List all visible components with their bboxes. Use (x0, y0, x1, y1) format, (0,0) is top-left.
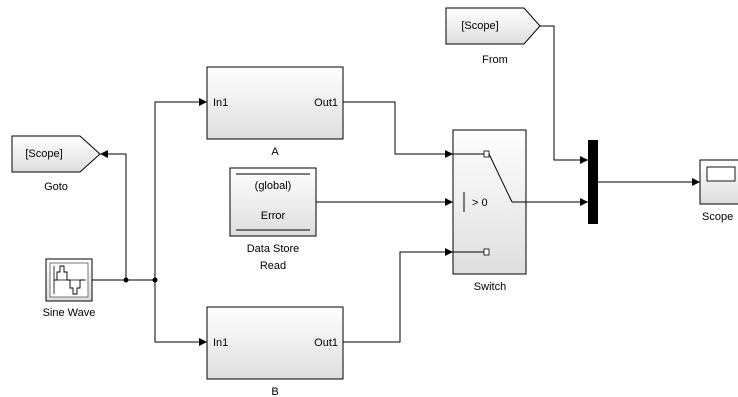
goto-block-name: Goto (44, 181, 68, 193)
subsystem-a-out-port: Out1 (314, 97, 338, 109)
switch-icon (453, 150, 526, 256)
subsystem-b-block[interactable]: In1 Out1 B (206, 306, 344, 397)
subsystem-a-block[interactable]: In1 Out1 A (206, 66, 344, 158)
subsystem-a-shape[interactable] (206, 66, 344, 140)
subsystem-a-in-port: In1 (213, 97, 228, 109)
data-store-read-name-line1: Data Store (247, 243, 300, 255)
mux-block-shape[interactable] (588, 140, 598, 224)
scope-block-name: Scope (702, 211, 733, 223)
sine-wave-block-name: Sine Wave (43, 307, 96, 319)
sine-wave-icon (49, 262, 89, 298)
wire-a-to-switch[interactable] (343, 101, 453, 158)
subsystem-a-name: A (271, 146, 279, 158)
data-store-scope-label: (global) (255, 180, 292, 192)
scope-screen-icon (706, 166, 736, 182)
signal-lines (92, 25, 700, 346)
switch-block-name: Switch (474, 281, 506, 293)
wire-b-to-switch[interactable] (343, 248, 453, 343)
goto-block-shape[interactable] (11, 135, 101, 173)
wire-from-to-mux[interactable] (540, 25, 588, 164)
wire-sine-to-goto[interactable] (100, 150, 127, 280)
wire-sine-to-b[interactable] (154, 280, 207, 346)
switch-block[interactable]: > 0 Switch (452, 129, 527, 293)
data-store-variable-label: Error (261, 210, 286, 222)
goto-block[interactable]: [Scope] Goto (11, 135, 101, 193)
sine-wave-block[interactable]: Sine Wave (43, 258, 96, 319)
data-store-read-name-line2: Read (260, 260, 286, 272)
scope-block[interactable]: Scope (699, 159, 738, 223)
data-store-read-block[interactable]: (global) Error Data Store Read (229, 167, 317, 272)
mux-block[interactable] (588, 140, 598, 224)
switch-criteria-label: > 0 (472, 197, 488, 209)
goto-tag-label: [Scope] (25, 148, 62, 160)
from-block-shape[interactable] (445, 7, 541, 45)
from-tag-label: [Scope] (461, 20, 498, 32)
subsystem-b-name: B (271, 386, 278, 397)
data-store-read-shape[interactable] (229, 167, 317, 237)
from-block-name: From (482, 54, 508, 66)
wire-sine-to-a[interactable] (154, 98, 207, 280)
subsystem-b-shape[interactable] (206, 306, 344, 380)
from-block[interactable]: [Scope] From (445, 7, 541, 66)
subsystem-b-out-port: Out1 (314, 337, 338, 349)
subsystem-b-in-port: In1 (213, 337, 228, 349)
